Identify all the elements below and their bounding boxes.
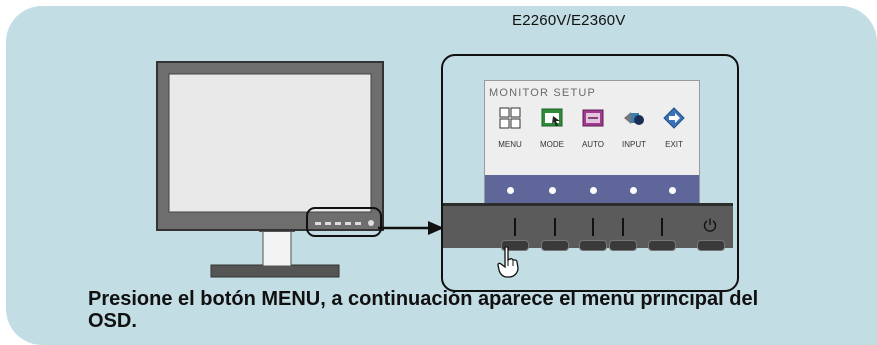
monitor-bezel-zoomed [443,203,733,251]
osd-title: MONITOR SETUP [489,87,597,99]
osd-label-menu: MENU [498,140,522,149]
pointing-hand-icon [497,246,519,278]
osd-label-auto: AUTO [581,140,605,149]
osd-menu: MONITOR SETUP MENU MODE AUTO [484,80,700,206]
osd-item-mode[interactable]: MODE [532,107,572,149]
osd-label-exit: EXIT [665,140,683,149]
osd-item-input[interactable]: INPUT [614,107,654,149]
osd-indicator-bar [485,175,699,205]
osd-dot [590,187,597,194]
power-icon [703,218,717,232]
input-button[interactable] [609,240,637,251]
instruction-caption: Presione el botón MENU, a continuación a… [88,288,759,332]
button-marker [661,218,663,236]
auto-adjust-icon [582,109,604,127]
button-marker [554,218,556,236]
osd-label-input: INPUT [622,140,646,149]
osd-item-auto[interactable]: AUTO [573,107,613,149]
osd-dot [549,187,556,194]
button-marker [514,218,516,236]
monitor-illustration [156,61,384,278]
exit-button[interactable] [648,240,676,251]
osd-dot [507,187,514,194]
zoom-arrow [378,221,444,235]
bezel-buttons-small [315,220,374,226]
osd-dot [630,187,637,194]
exit-arrow-icon [663,107,685,129]
power-button[interactable] [697,240,725,251]
osd-item-menu[interactable]: MENU [490,107,530,149]
auto-button[interactable] [579,240,607,251]
osd-item-exit[interactable]: EXIT [654,107,694,149]
button-marker [592,218,594,236]
osd-label-mode: MODE [540,140,564,149]
button-marker [622,218,624,236]
input-source-icon [624,112,644,125]
mode-button[interactable] [541,240,569,251]
menu-button[interactable] [501,240,529,251]
model-label: E2260V/E2360V [512,12,626,29]
osd-dot [669,187,676,194]
mode-window-icon [541,108,563,127]
menu-grid-icon [499,107,521,129]
